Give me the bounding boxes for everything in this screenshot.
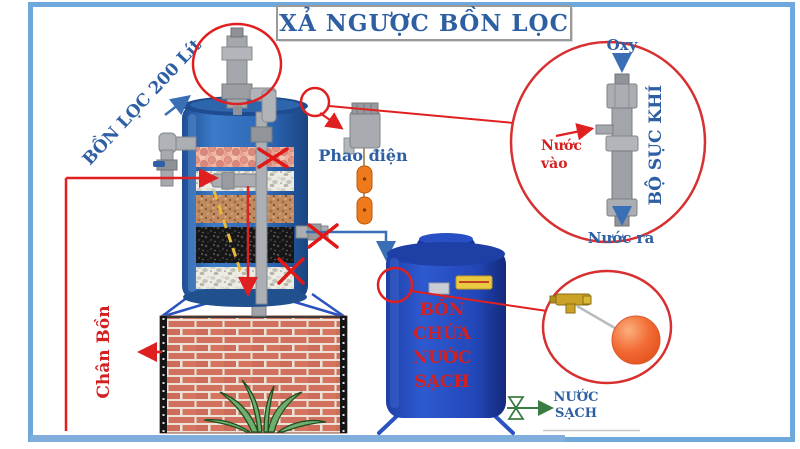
page-title: XẢ NGƯỢC BỒN LỌC xyxy=(279,7,569,37)
ground-line xyxy=(30,435,565,442)
outlet-valve-icon xyxy=(507,396,525,410)
water-in-arrow xyxy=(555,123,595,141)
storage-leg-left xyxy=(377,412,401,435)
clean-water-outlet: NƯỚC SẠCH xyxy=(507,388,598,421)
filter-layer-gravel-bottom xyxy=(196,267,294,289)
title-box: XẢ NGƯỢC BỒN LỌC xyxy=(276,5,573,42)
plant xyxy=(203,379,327,433)
rim-callout-circle xyxy=(299,86,331,118)
lateral-pipe xyxy=(211,173,259,188)
float-ball xyxy=(611,315,661,365)
stand-label: Chân Bồn xyxy=(94,305,114,398)
clean-water-label-line-2: SẠCH xyxy=(555,406,597,421)
float-rod xyxy=(576,304,621,333)
float-valve-detail xyxy=(541,269,673,385)
float-switch-device xyxy=(349,111,381,149)
sticker-white xyxy=(428,282,450,295)
callout-line-float-detail xyxy=(410,290,548,312)
yellow-dashed-flow-line xyxy=(212,190,248,289)
storage-label-line-2: CHỨA xyxy=(413,323,471,344)
injector-side-port xyxy=(595,124,614,135)
aerator-detail: Oxy BỘ SỤC KHÍ Nước vào Nước ra xyxy=(509,36,707,247)
float-switch-label: Phao điện xyxy=(318,146,408,165)
oxygen-label: Oxy xyxy=(607,36,639,54)
clean-water-label-line-1: NƯỚC xyxy=(554,388,599,405)
callout-line-aerator-detail xyxy=(328,105,515,124)
storage-callout-circle xyxy=(376,266,414,304)
aerator-callout-ellipse xyxy=(191,22,283,106)
float-switch: Phao điện xyxy=(318,102,408,225)
title-box-frame xyxy=(276,5,572,41)
storage-leg-right xyxy=(491,412,515,435)
aerator-detail-label: BỘ SỤC KHÍ xyxy=(645,85,666,205)
filter-layer-sand xyxy=(196,195,294,223)
pipe-to-storage-line xyxy=(306,230,396,261)
float-valve-brass xyxy=(549,293,592,314)
storage-label-line-1: BỒN xyxy=(420,297,465,320)
water-in-label-line-1: Nước xyxy=(541,138,582,154)
water-out-label: Nước ra xyxy=(588,229,655,247)
storage-tank-body xyxy=(386,248,506,418)
storage-label-line-3: NƯỚC xyxy=(413,347,472,368)
water-in-label-line-2: vào xyxy=(540,156,568,172)
arrow-to-float-switch xyxy=(319,112,344,130)
storage-label-line-4: SẠCH xyxy=(414,372,469,392)
red-annotations xyxy=(64,22,548,431)
brick-stand xyxy=(159,315,348,434)
filter-tank-label-arrow xyxy=(164,94,191,116)
aerator-device xyxy=(221,27,253,115)
filter-layer-carbon xyxy=(196,227,294,263)
storage-tank: BỒN CHỨA NƯỚC SẠCH xyxy=(377,233,515,435)
valve-handle xyxy=(153,161,165,167)
